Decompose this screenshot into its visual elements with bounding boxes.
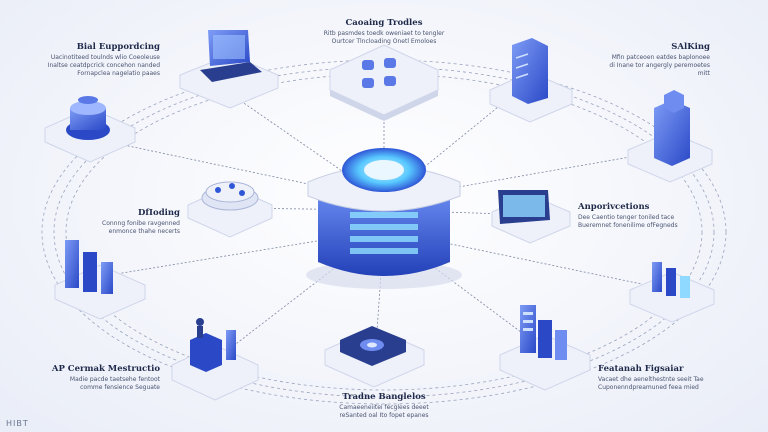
label-desc-line: enmonce thahe necerts [108,228,180,235]
central-hub-icon[interactable] [306,148,462,289]
tower-building-icon[interactable] [627,90,713,183]
monitor-screen-icon[interactable] [491,190,571,244]
server-coil-icon[interactable] [44,96,136,163]
label-title: Featanah Figsaiar [598,364,684,374]
label-desc-line: Madie pacde taetsehe fentoot [69,376,160,383]
chart-towers-icon[interactable] [629,262,715,323]
people-podium-icon[interactable] [171,318,259,401]
label-title: Anporivcetions [578,202,650,212]
label-desc-line: Uacinotiteed toulnds wlio Coeoleuse [50,54,160,61]
label-desc-line: Inaltse ceatdpcrick concehon nanded [47,62,160,69]
label-desc-line: reSanted oal Ito fopet epanes [339,412,429,419]
label-desc-line: mitt [697,70,710,77]
label-desc-line: comme fensience Seguate [80,384,160,391]
controller-pads-icon[interactable] [329,44,439,121]
city-buildings-icon[interactable] [499,305,591,391]
label-title: SAlKing [671,42,710,52]
label-desc-line: di Inane tor angergly peremoetes [609,62,710,69]
label-bottom-left: AP Cermak Mestructio Madie pacde taetseh… [40,364,160,392]
label-mid-left: DfIoding Connng fonibe ravgenned enmonce… [70,208,180,236]
label-desc-line: Ourtcer Tlncloading Onetl Emoloes [331,38,437,45]
building-blocks-icon[interactable] [54,240,146,320]
label-desc-line: Fornapclea nagelatio paaes [77,70,160,77]
label-desc-line: Cuponenndpreamuned feea mied [598,384,699,391]
watermark-text: HIBT [6,419,29,428]
disk-stack-icon[interactable] [187,181,273,238]
label-mid-right: Anporivcetions Dee Caentio tenger tonile… [578,202,708,230]
label-title: Bial Euppordcing [76,42,160,52]
label-title: Caoaing Trodles [345,18,423,28]
label-desc-line: Mfin patceoen eatdes baplonoee [611,54,710,61]
label-desc-line: Bueremnet fonenilime ofFegneds [578,222,678,229]
label-title: AP Cermak Mestructio [51,364,160,374]
label-desc-line: Camaeeneiitei fecglees deeet [339,404,429,411]
label-bottom-right: Featanah Figsaiar Vacaet dhe aenelthestn… [598,364,728,392]
laptop-icon[interactable] [179,30,279,109]
camera-device-icon[interactable] [324,326,425,388]
label-bottom-center: Tradne Banglelos Camaeeneiitei fecglees … [318,392,450,420]
label-top-left: Bial Euppordcing Uacinotiteed toulnds wl… [20,42,160,78]
label-desc-line: Vacaet dhe aenelthestnte seeit Tae [598,376,704,383]
label-top-right: SAlKing Mfin patceoen eatdes baplonoee d… [600,42,710,78]
label-desc-line: Dee Caentio tenger toniled tace [578,214,675,221]
server-rack-icon[interactable] [489,38,573,123]
label-title: Tradne Banglelos [342,392,426,402]
label-desc-line: Connng fonibe ravgenned [102,220,180,227]
label-desc-line: Ritb pasmdes toedk oweniaet to tengler [323,30,445,37]
label-top-center: Caoaing Trodles Ritb pasmdes toedk oweni… [292,18,476,46]
label-title: DfIoding [138,208,180,218]
